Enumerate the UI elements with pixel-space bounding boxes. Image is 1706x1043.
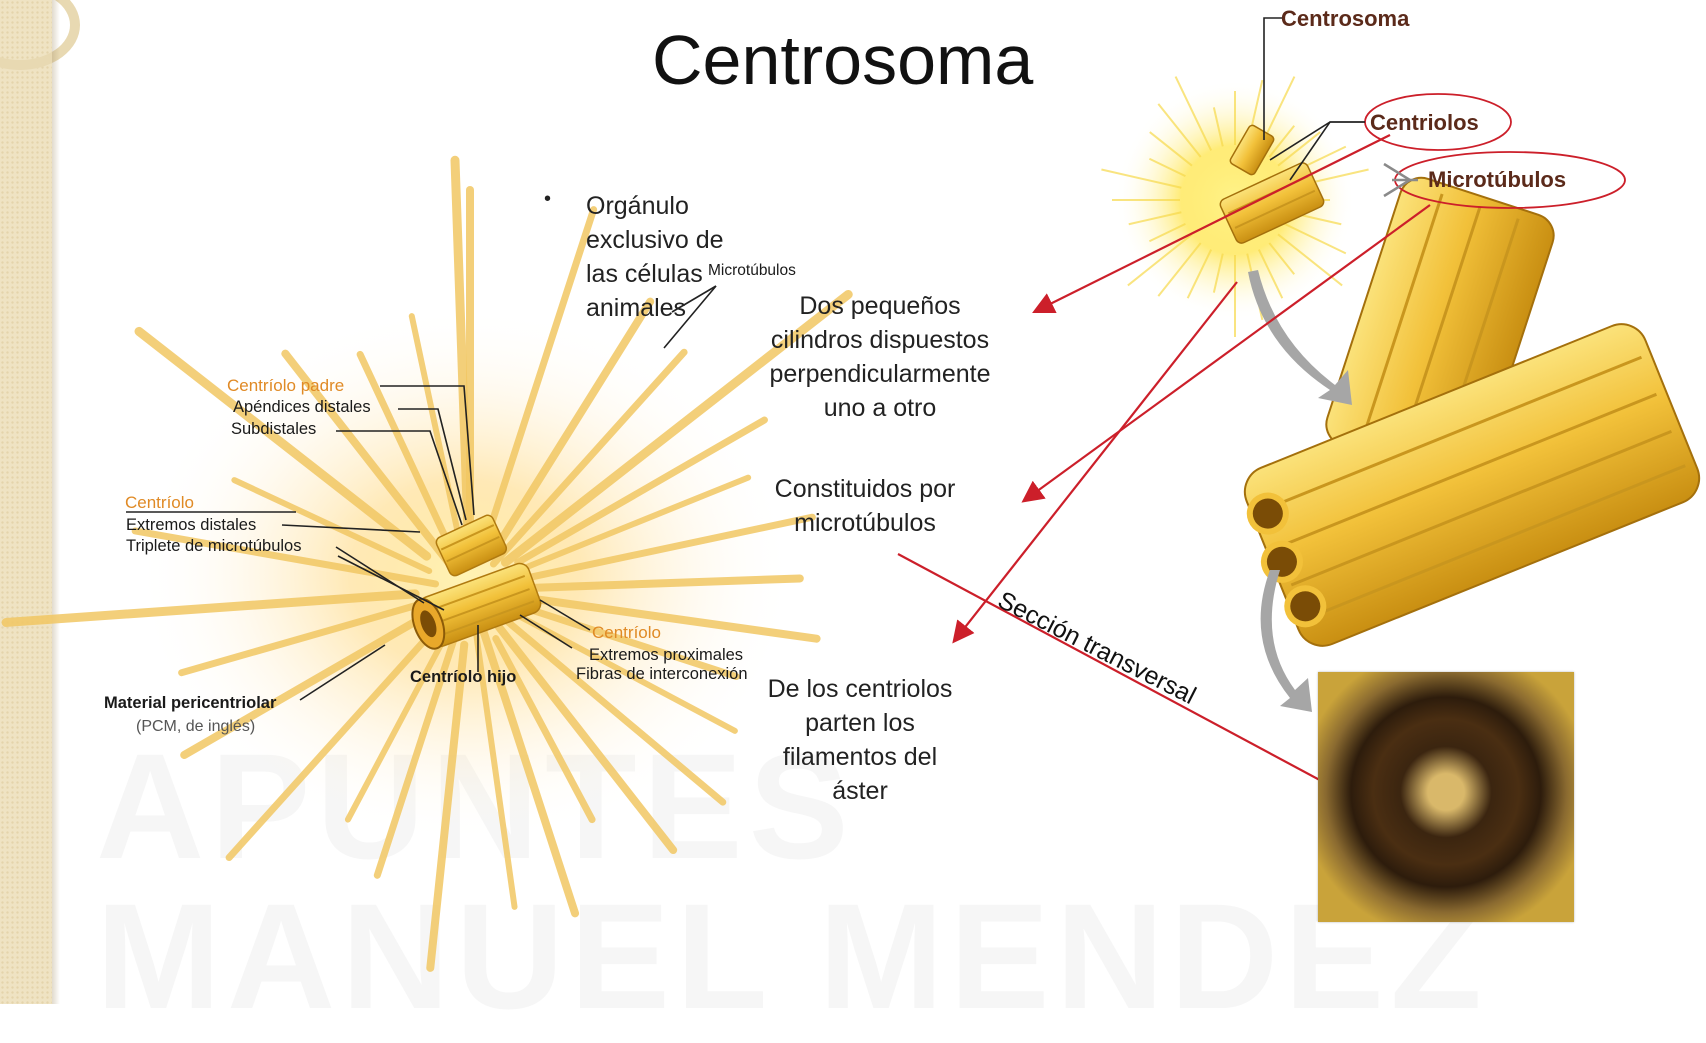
label-centriolo-2: Centríolo: [592, 623, 661, 643]
label-triplete-microtubulos: Triplete de microtúbulos: [126, 537, 301, 556]
bullet-marker: •: [544, 188, 551, 211]
text-centriolos-aster: De los centriolos parten los filamentos …: [745, 672, 975, 808]
label-centriolo: Centríolo: [125, 493, 194, 513]
text-line: De los centriolos: [745, 672, 975, 706]
label-fibras-interconexion: Fibras de interconexión: [576, 665, 748, 684]
label-extremos-distales: Extremos distales: [126, 516, 256, 535]
label-centriolo-padre: Centríolo padre: [227, 376, 344, 396]
text-line: Dos pequeños: [745, 289, 1015, 323]
slide: APUNTES MANUEL MENDEZ: [0, 0, 1706, 1004]
text-line: áster: [745, 774, 975, 808]
text-line: microtúbulos: [745, 506, 985, 540]
label-subdistales: Subdistales: [231, 420, 316, 439]
cross-section-micrograph: [1318, 672, 1574, 922]
label-microtubulos-left: Microtúbulos: [708, 262, 796, 280]
text-line: filamentos del: [745, 740, 975, 774]
label-material-pericentriolar: Material pericentriolar: [104, 694, 276, 713]
page-title: Centrosoma: [652, 20, 1033, 100]
label-extremos-proximales: Extremos proximales: [589, 646, 743, 665]
label-pcm: (PCM, de inglés): [136, 718, 255, 736]
text-line: uno a otro: [745, 391, 1015, 425]
text-line: Constituidos por: [745, 472, 985, 506]
bullet-text: Orgánulo exclusivo de las células animal…: [586, 189, 761, 325]
label-centrosoma: Centrosoma: [1281, 6, 1409, 32]
text-line: perpendicularmente: [745, 357, 1015, 391]
label-apendices-distales: Apéndices distales: [233, 398, 371, 417]
label-centriolo-hijo: Centríolo hijo: [410, 668, 516, 687]
text-line: parten los: [745, 706, 975, 740]
label-centriolos: Centriolos: [1370, 110, 1479, 136]
text-dos-cilindros: Dos pequeños cilindros dispuestos perpen…: [745, 289, 1015, 425]
centrosome-small: [1101, 77, 1368, 337]
text-constituidos: Constituidos por microtúbulos: [745, 472, 985, 540]
label-microtubulos-right: Microtúbulos: [1428, 167, 1566, 193]
text-line: cilindros dispuestos: [745, 323, 1015, 357]
